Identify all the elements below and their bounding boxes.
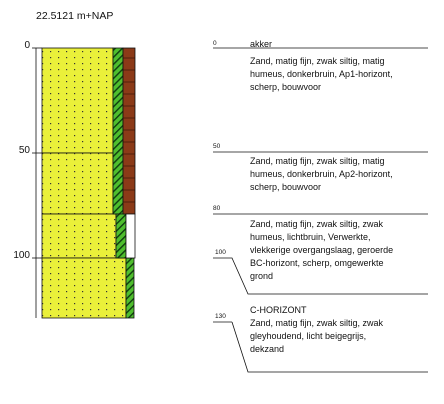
layer-name: akker [250,38,272,50]
depth-tick-label: 100 [0,250,30,261]
layer-description-line: scherp, bouwvoor [250,181,321,193]
surface-elevation-title: 22.5121 m+NAP [36,10,113,22]
layer-depth-label: 0 [213,40,217,47]
layer-description-line: Zand, matig fijn, zwak siltig, matig [250,155,385,167]
depth-tick-label: 50 [0,145,30,156]
layer-description-line: Zand, matig fijn, zwak siltig, zwak [250,218,383,230]
depth-axis [32,48,42,318]
layer-description-line: humeus, lichtbruin, Verwerkte, [250,231,371,243]
layer-description-line: humeus, donkerbruin, Ap1-horizont, [250,68,393,80]
layer-description-line: grond [250,270,273,282]
depth-tick-label: 0 [0,40,30,51]
layer-depth-label: 100 [215,249,226,256]
layer-description-line: BC-horizont, scherp, omgewerkte [250,257,384,269]
layer-depth-label: 80 [213,205,220,212]
layer-depth-label: 130 [215,313,226,320]
layer-description-line: gleyhoudend, licht beigegrijs, [250,330,366,342]
layer-name: C-HORIZONT [250,304,307,316]
layer-description-line: humeus, donkerbruin, Ap2-horizont, [250,168,393,180]
layer-depth-label: 50 [213,143,220,150]
layer-description-line: Zand, matig fijn, zwak siltig, zwak [250,317,383,329]
layer-description-line: scherp, bouwvoor [250,81,321,93]
layer-description-line: vlekkerige overgangslaag, geroerde [250,244,393,256]
layer-description-line: dekzand [250,343,284,355]
layer-description-line: Zand, matig fijn, zwak siltig, matig [250,55,385,67]
